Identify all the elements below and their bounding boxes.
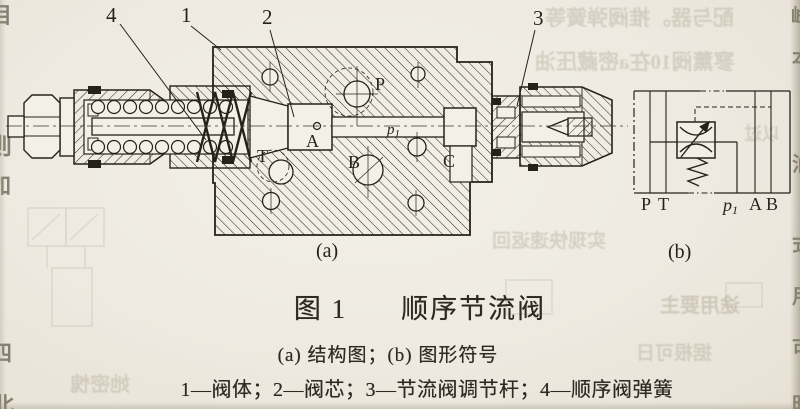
- symbol-port-label-B: B: [766, 194, 778, 214]
- sublabel-b: (b): [668, 241, 691, 263]
- adjuster-connector: [491, 95, 521, 159]
- hex-nut: [23, 94, 61, 159]
- leader-line-2: [269, 29, 295, 118]
- symbol-port-label-A: A: [749, 194, 762, 214]
- port-label-p1: p1: [386, 122, 400, 140]
- adjust-screw-tip: [7, 115, 25, 138]
- scan-edge-shadow-left: [0, 0, 6, 409]
- edge-glyph: 目: [0, 3, 13, 28]
- callout-leaders: [119, 23, 536, 141]
- edge-glyph: 加: [0, 168, 11, 200]
- figure-number: 图 1: [293, 294, 348, 324]
- structure-diagram: [6, 23, 628, 236]
- figure-subcaption: (a) 结构图；(b) 图形符号: [277, 345, 499, 366]
- symbol-port-label-T: T: [658, 194, 669, 214]
- scan-edge-shadow-bottom: [0, 402, 800, 409]
- spool-right-land: [443, 107, 477, 147]
- connector-slot: [496, 106, 516, 119]
- callout-2-label: 2: [262, 5, 273, 29]
- port-label-C: C: [443, 151, 455, 171]
- figure-title: 顺序节流阀: [401, 294, 547, 324]
- port-label-A: A: [306, 131, 319, 151]
- sublabel-a: (a): [316, 240, 338, 262]
- symbol-diagram: [633, 90, 791, 194]
- spring-symbol: [685, 157, 710, 187]
- callout-3-label: 3: [533, 6, 544, 30]
- spring-seat: [249, 95, 289, 159]
- callout-4-label: 4: [106, 3, 117, 27]
- port-t-hole: [268, 159, 294, 185]
- edge-glyph: 则: [0, 126, 12, 161]
- figure-caption: 图 1 顺序节流阀: [120, 294, 720, 325]
- throttle-arrow: [680, 120, 710, 158]
- symbol-flow-lines: [650, 141, 738, 193]
- sequence-valve-spring: [195, 91, 253, 163]
- callout-1-label: 1: [181, 3, 192, 27]
- edge-glyph: 四: [0, 341, 13, 366]
- leader-line-3: [516, 29, 536, 107]
- leader-line-1: [190, 25, 222, 51]
- port-c-channel: [449, 145, 473, 183]
- needle-shaft: [567, 117, 593, 137]
- thread-relief-top: [521, 95, 581, 108]
- throttle-symbol-square: [676, 121, 716, 159]
- thread-relief-bottom: [521, 145, 581, 158]
- spring-coils: [90, 99, 234, 155]
- edge-glyph: 北: [0, 393, 15, 409]
- leader-line-4: [119, 23, 207, 141]
- phantom-circles: [256, 67, 374, 183]
- push-rod: [91, 117, 235, 136]
- port-label-P: P: [375, 74, 385, 94]
- parts-legend: 1—阀体；2—阀芯；3—节流阀调节杆；4—顺序阀弹簧: [180, 379, 674, 401]
- symbol-port-label-p1: p1: [721, 195, 738, 217]
- port-label-T: T: [257, 146, 268, 166]
- symbol-port-label-P: P: [641, 194, 651, 214]
- bleedthrough-circuit: [27, 207, 763, 327]
- pilot-line: [694, 106, 771, 122]
- spool-left-land: [287, 103, 333, 151]
- connector-slot: [496, 136, 516, 149]
- hole-centermarks: [269, 62, 419, 216]
- port-label-B: B: [348, 152, 360, 172]
- flange: [59, 97, 75, 157]
- scan-edge-shadow-right: [790, 0, 800, 409]
